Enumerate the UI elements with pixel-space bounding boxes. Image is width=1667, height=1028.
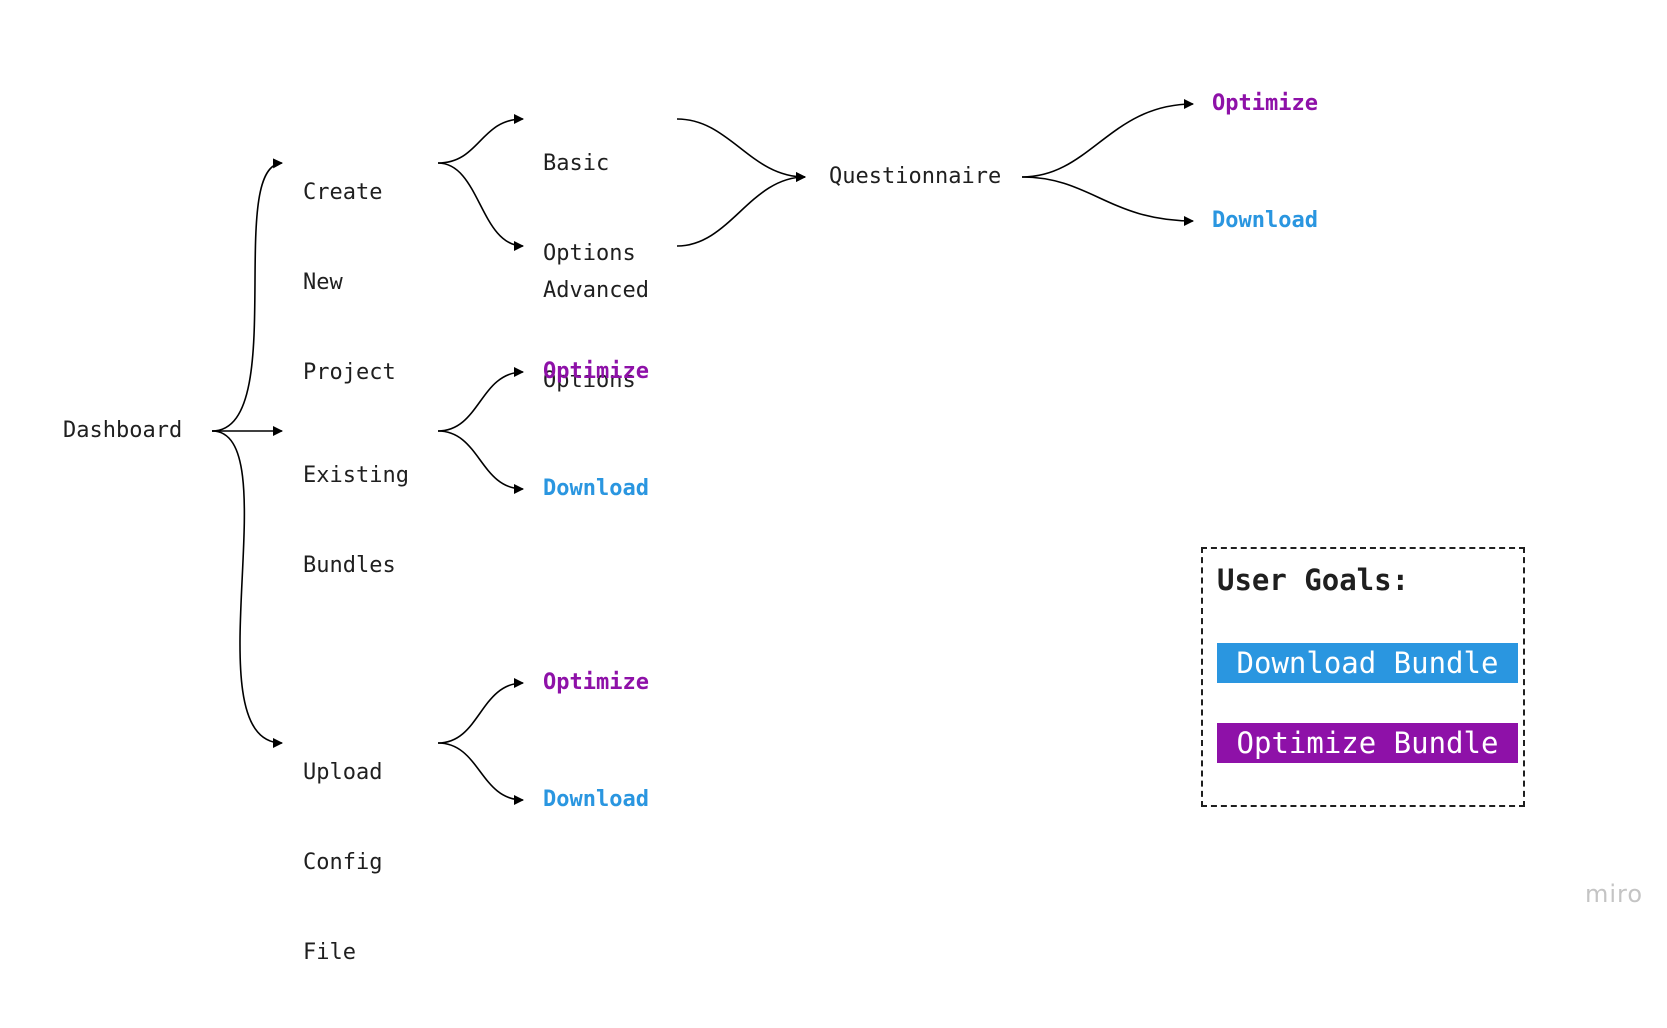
- legend-title: User Goals:: [1217, 563, 1410, 597]
- goal-download-existing: Download: [543, 476, 649, 501]
- goal-optimize-existing: Optimize: [543, 359, 649, 384]
- node-line: Basic: [543, 151, 610, 176]
- legend-optimize-bundle: Optimize Bundle: [1217, 723, 1518, 763]
- goal-download-upload: Download: [543, 787, 649, 812]
- node-line: Existing: [303, 463, 409, 488]
- edge-existing-bundles-to-optimize: [437, 367, 524, 432]
- goal-optimize-questionnaire: Optimize: [1212, 91, 1318, 116]
- node-line: File: [303, 940, 356, 965]
- node-line: Options: [543, 368, 636, 393]
- node-line: Bundles: [303, 553, 396, 578]
- legend-download-bundle: Download Bundle: [1217, 643, 1518, 683]
- connector-lines: [211, 99, 1194, 805]
- edge-upload-config-to-optimize: [437, 678, 524, 744]
- goal-optimize-upload: Optimize: [543, 670, 649, 695]
- node-questionnaire: Questionnaire: [829, 164, 1002, 189]
- goal-download-questionnaire: Download: [1212, 208, 1318, 233]
- node-line: Options: [543, 241, 636, 266]
- node-create-new-project: Create New Project: [303, 118, 396, 448]
- edge-questionnaire-to-optimize: [1021, 99, 1194, 178]
- node-line: Upload: [303, 760, 383, 785]
- node-existing-bundles: Existing Bundles: [303, 401, 409, 641]
- node-line: Config: [303, 850, 383, 875]
- edge-existing-bundles-to-download: [437, 430, 524, 494]
- edge-questionnaire-to-download: [1021, 176, 1194, 226]
- edge-advanced-options-to-questionnaire: [676, 172, 806, 247]
- edge-create-to-advanced-options: [437, 162, 524, 251]
- node-basic-options: Basic Options: [543, 89, 636, 329]
- node-line: Create: [303, 180, 383, 205]
- edge-create-to-basic-options: [437, 114, 524, 164]
- miro-watermark: miro: [1585, 880, 1644, 908]
- node-line: Project: [303, 360, 396, 385]
- edge-dashboard-to-create-new-project: [211, 158, 283, 432]
- edge-basic-options-to-questionnaire: [676, 118, 806, 182]
- node-line: New: [303, 270, 343, 295]
- edge-upload-config-to-download: [437, 742, 524, 805]
- node-line: Advanced: [543, 278, 649, 303]
- edge-dashboard-to-upload-config-file: [211, 430, 283, 748]
- node-upload-config-file: Upload Config File: [303, 698, 382, 1028]
- node-dashboard: Dashboard: [63, 418, 183, 443]
- user-goals-legend: User Goals: Download Bundle Optimize Bun…: [1201, 547, 1525, 807]
- flow-diagram: Dashboard Create New Project Existing Bu…: [63, 89, 1644, 965]
- node-advanced-options: Advanced Options: [543, 216, 649, 456]
